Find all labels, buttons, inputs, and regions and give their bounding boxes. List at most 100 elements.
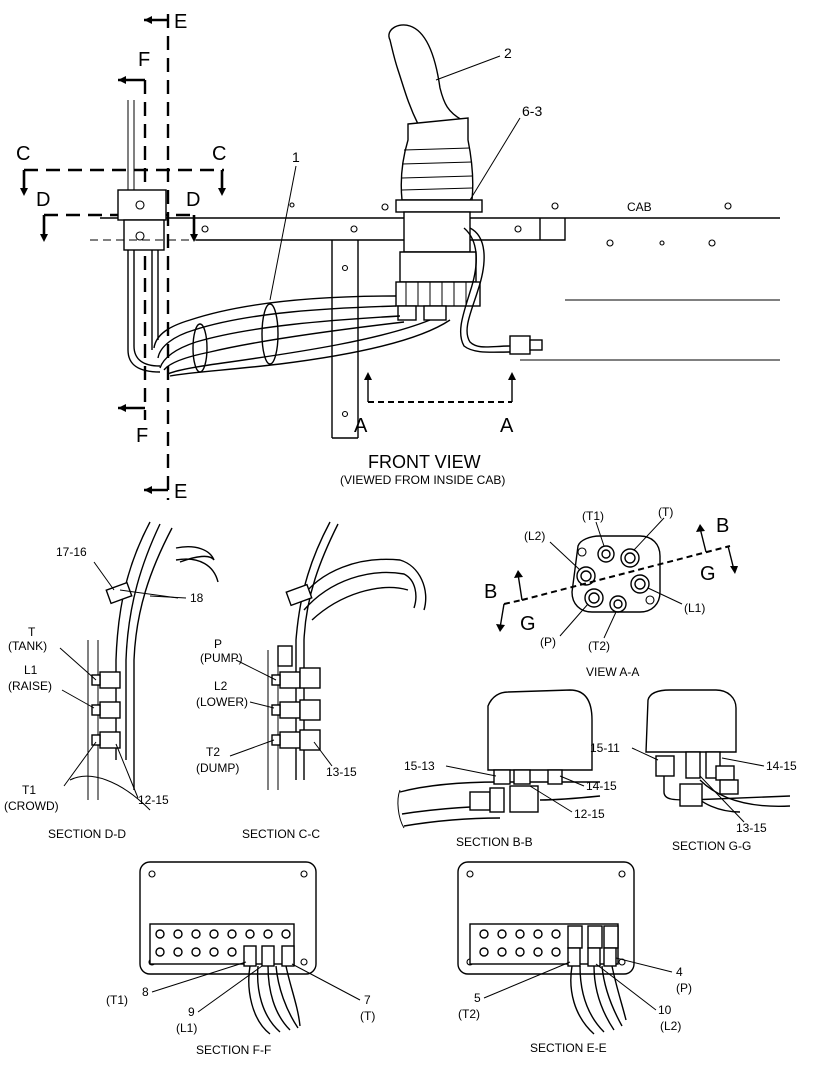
- hose-clamp: [261, 303, 279, 365]
- port-t1-name: T1: [22, 783, 36, 797]
- label-c-left: C: [16, 143, 30, 165]
- front-view-title: FRONT VIEW: [368, 452, 481, 472]
- section-e-e-title: SECTION E-E: [530, 1041, 607, 1055]
- section-g-g: 15-11 14-15 13-15 SECTION G-G: [590, 689, 797, 853]
- callout-15-11: 15-11: [590, 741, 620, 755]
- callout-14-15-gg: 14-15: [766, 759, 797, 773]
- port-t-desc: (TANK): [8, 639, 47, 653]
- port-label-t1: (T1): [582, 509, 604, 523]
- callout-17-16: 17-16: [56, 545, 87, 559]
- port-t1: [597, 545, 615, 563]
- callout-6-3: 6-3: [522, 103, 542, 119]
- hose-1: [153, 295, 397, 349]
- callout-12-15-bb: 12-15: [574, 807, 605, 821]
- port-label-l2-ee: (L2): [660, 1019, 681, 1033]
- callout-13-15-cc: 13-15: [326, 765, 357, 779]
- section-line-b: [521, 545, 731, 601]
- port-label-p-ee: (P): [676, 981, 692, 995]
- callout-9: 9: [188, 1005, 195, 1019]
- label-f-bottom: F: [136, 425, 148, 447]
- port-l1-name: L1: [24, 663, 38, 677]
- port-t2-name: T2: [206, 745, 220, 759]
- callout-15-13: 15-13: [404, 759, 435, 773]
- label-a-left: A: [354, 415, 368, 437]
- port-label-t-ff: (T): [360, 1009, 375, 1023]
- callout-12-15-dd: 12-15: [138, 793, 169, 807]
- label-c-right: C: [212, 143, 226, 165]
- joystick-valve-body: [399, 251, 477, 283]
- port-label-t2: (T2): [588, 639, 610, 653]
- port-t1-desc: (CROWD): [4, 799, 59, 813]
- joystick-boot: [400, 117, 474, 201]
- front-view-subtitle: (VIEWED FROM INSIDE CAB): [340, 473, 505, 487]
- port-label-l1-ff: (L1): [176, 1021, 197, 1035]
- callout-7: 7: [364, 993, 371, 1007]
- section-d-d: 17-16 18 T (TANK) L1 (RAISE) T1 (CROWD) …: [4, 521, 219, 841]
- port-l1: [630, 574, 650, 594]
- fitting-row-ee-bottom: [479, 947, 561, 957]
- fitting-row-ff-top: [155, 929, 291, 939]
- label-g-right: G: [700, 563, 716, 585]
- section-c-c: P (PUMP) L2 (LOWER) T2 (DUMP) 13-15 SECT…: [196, 521, 427, 841]
- section-c-c-title: SECTION C-C: [242, 827, 320, 841]
- port-l2-desc: (LOWER): [196, 695, 248, 709]
- electrical-connector: [509, 335, 531, 355]
- port-l2: [576, 566, 596, 586]
- callout-2: 2: [504, 45, 512, 61]
- port-p-name: P: [214, 637, 222, 651]
- callout-18: 18: [190, 591, 204, 605]
- fitting-row-ee-top: [479, 929, 561, 939]
- hose-clamp-dd: [105, 581, 133, 605]
- hose-cc-1: [295, 521, 331, 780]
- support-bracket: [331, 240, 359, 439]
- section-e-e: 4 (P) 5 (T2) 10 (L2) SECTION E-E: [457, 861, 692, 1055]
- label-b-left: B: [484, 581, 497, 603]
- port-p: [584, 588, 604, 608]
- port-label-l2: (L2): [524, 529, 545, 543]
- section-f-f-title: SECTION F-F: [196, 1043, 271, 1057]
- section-b-b-title: SECTION B-B: [456, 835, 533, 849]
- hose-dd-1: [115, 521, 151, 760]
- label-d-left: D: [36, 189, 50, 211]
- port-label-t2-ee: (T2): [458, 1007, 480, 1021]
- section-b-b: 15-13 14-15 12-15 SECTION B-B: [397, 689, 617, 849]
- port-p-desc: (PUMP): [200, 651, 243, 665]
- port-t2: [609, 595, 627, 613]
- view-a-a: B B G G (T1) (T) (L2) (L1) (P) (T2) VIEW…: [484, 505, 738, 679]
- callout-8: 8: [142, 985, 149, 999]
- label-e-bottom: E: [174, 481, 187, 503]
- front-view: E E F F C C D D: [16, 11, 780, 503]
- section-f-f: 8 (T1) 9 (L1) 7 (T) SECTION F-F: [106, 861, 375, 1057]
- callout-10: 10: [658, 1003, 672, 1017]
- joystick-handle: [388, 24, 465, 125]
- valve-body-bb: [487, 689, 593, 771]
- joystick-mount-plate: [395, 199, 483, 213]
- section-d-d-title: SECTION D-D: [48, 827, 126, 841]
- cab-label: CAB: [627, 200, 652, 214]
- port-label-t: (T): [658, 505, 673, 519]
- label-e-top: E: [174, 11, 187, 33]
- valve-body-gg: [645, 689, 737, 753]
- port-label-p: (P): [540, 635, 556, 649]
- label-g-left: G: [520, 613, 536, 635]
- port-t2-desc: (DUMP): [196, 761, 239, 775]
- port-label-l1: (L1): [684, 601, 705, 615]
- port-t: [620, 548, 640, 568]
- hose-clamp-cc: [285, 583, 313, 607]
- port-label-t1-ff: (T1): [106, 993, 128, 1007]
- port-l2-name: L2: [214, 679, 228, 693]
- callout-1: 1: [292, 149, 300, 165]
- cab-panel-rail: [196, 218, 566, 241]
- callout-14-15-bb: 14-15: [586, 779, 617, 793]
- callout-5: 5: [474, 991, 481, 1005]
- callout-13-15-gg: 13-15: [736, 821, 767, 835]
- callout-4: 4: [676, 965, 683, 979]
- label-b-right: B: [716, 515, 729, 537]
- view-a-a-title: VIEW A-A: [586, 665, 639, 679]
- section-g-g-title: SECTION G-G: [672, 839, 751, 853]
- port-t-name: T: [28, 625, 36, 639]
- fitting-row-ff-bottom: [155, 947, 237, 957]
- label-f-top: F: [138, 49, 150, 71]
- label-a-right: A: [500, 415, 514, 437]
